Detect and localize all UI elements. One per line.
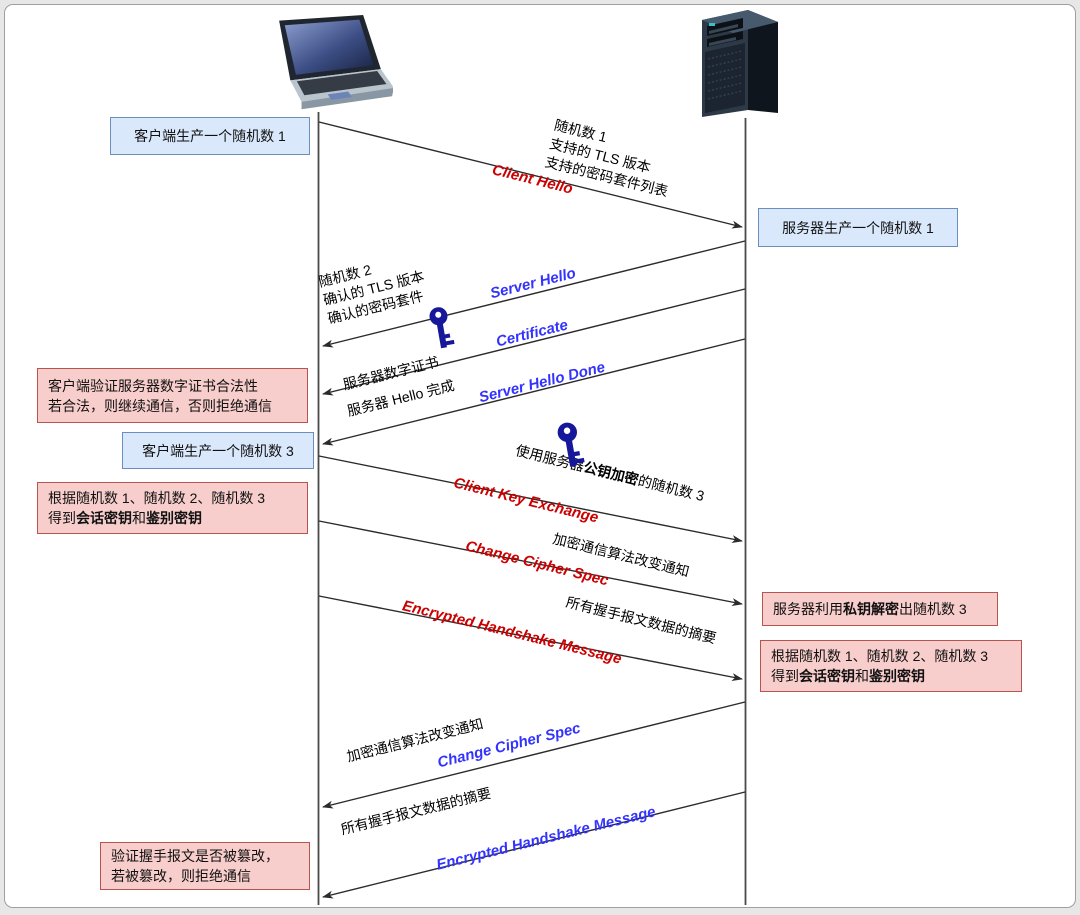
note-verify-certificate-line2: 若合法，则继续通信，否则拒绝通信 <box>48 397 272 414</box>
note-derive-keys-server: 根据随机数 1、随机数 2、随机数 3 得到会话密钥和鉴别密钥 <box>760 640 1022 692</box>
note-server-decrypt: 服务器利用私钥解密出随机数 3 <box>762 592 998 626</box>
arrow-change-cipher-spec-c2s <box>318 520 743 606</box>
note-derive-keys-client: 根据随机数 1、随机数 2、随机数 3 得到会话密钥和鉴别密钥 <box>37 482 308 534</box>
note-derive-keys-client-line1: 根据随机数 1、随机数 2、随机数 3 <box>48 490 266 506</box>
note-client-random3-text: 客户端生产一个随机数 3 <box>142 442 294 459</box>
note-server-random1: 服务器生产一个随机数 1 <box>758 208 958 247</box>
note-derive-keys-client-line2: 得到会话密钥和鉴别密钥 <box>48 510 202 526</box>
note-verify-tamper-line1: 验证握手报文是否被篡改， <box>111 848 279 864</box>
arrow-client-key-exchange <box>318 455 743 543</box>
note-verify-tamper: 验证握手报文是否被篡改， 若被篡改，则拒绝通信 <box>100 842 310 890</box>
note-server-random1-text: 服务器生产一个随机数 1 <box>782 219 934 236</box>
note-verify-tamper-line2: 若被篡改，则拒绝通信 <box>111 868 251 884</box>
note-derive-keys-server-line2: 得到会话密钥和鉴别密钥 <box>771 668 925 684</box>
note-verify-certificate: 客户端验证服务器数字证书合法性 若合法，则继续通信，否则拒绝通信 <box>37 368 308 423</box>
arrow-certificate <box>322 288 746 396</box>
arrow-server-hello <box>322 240 746 348</box>
arrow-change-cipher-spec-s2c <box>322 701 746 809</box>
public-key-icon <box>552 419 589 476</box>
note-client-random3: 客户端生产一个随机数 3 <box>122 432 314 469</box>
note-derive-keys-server-line1: 根据随机数 1、随机数 2、随机数 3 <box>771 648 989 664</box>
note-server-decrypt-text: 服务器利用私钥解密出随机数 3 <box>773 601 967 617</box>
arrow-client-hello <box>318 121 743 229</box>
server-tower-icon <box>688 7 788 117</box>
note-verify-certificate-line1: 客户端验证服务器数字证书合法性 <box>48 377 258 394</box>
note-client-random1-text: 客户端生产一个随机数 1 <box>134 128 286 144</box>
laptop-icon <box>253 14 394 114</box>
certificate-key-icon <box>424 304 458 357</box>
note-client-random1: 客户端生产一个随机数 1 <box>110 117 310 155</box>
arrow-encrypted-handshake-s2c <box>322 791 746 899</box>
arrow-server-hello-done <box>322 338 746 446</box>
arrow-encrypted-handshake-c2s <box>318 595 743 681</box>
